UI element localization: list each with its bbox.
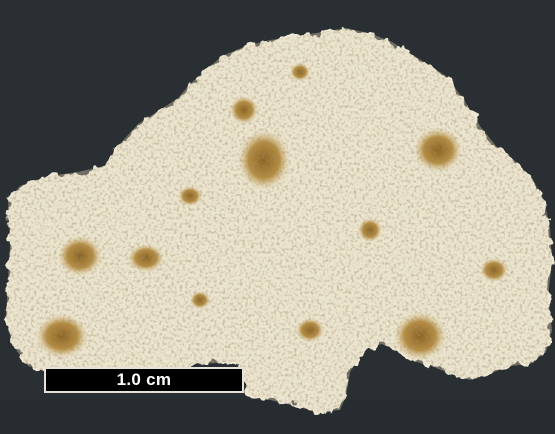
scale-bar: 1.0 cm — [44, 367, 244, 393]
scale-bar-label: 1.0 cm — [116, 370, 172, 389]
